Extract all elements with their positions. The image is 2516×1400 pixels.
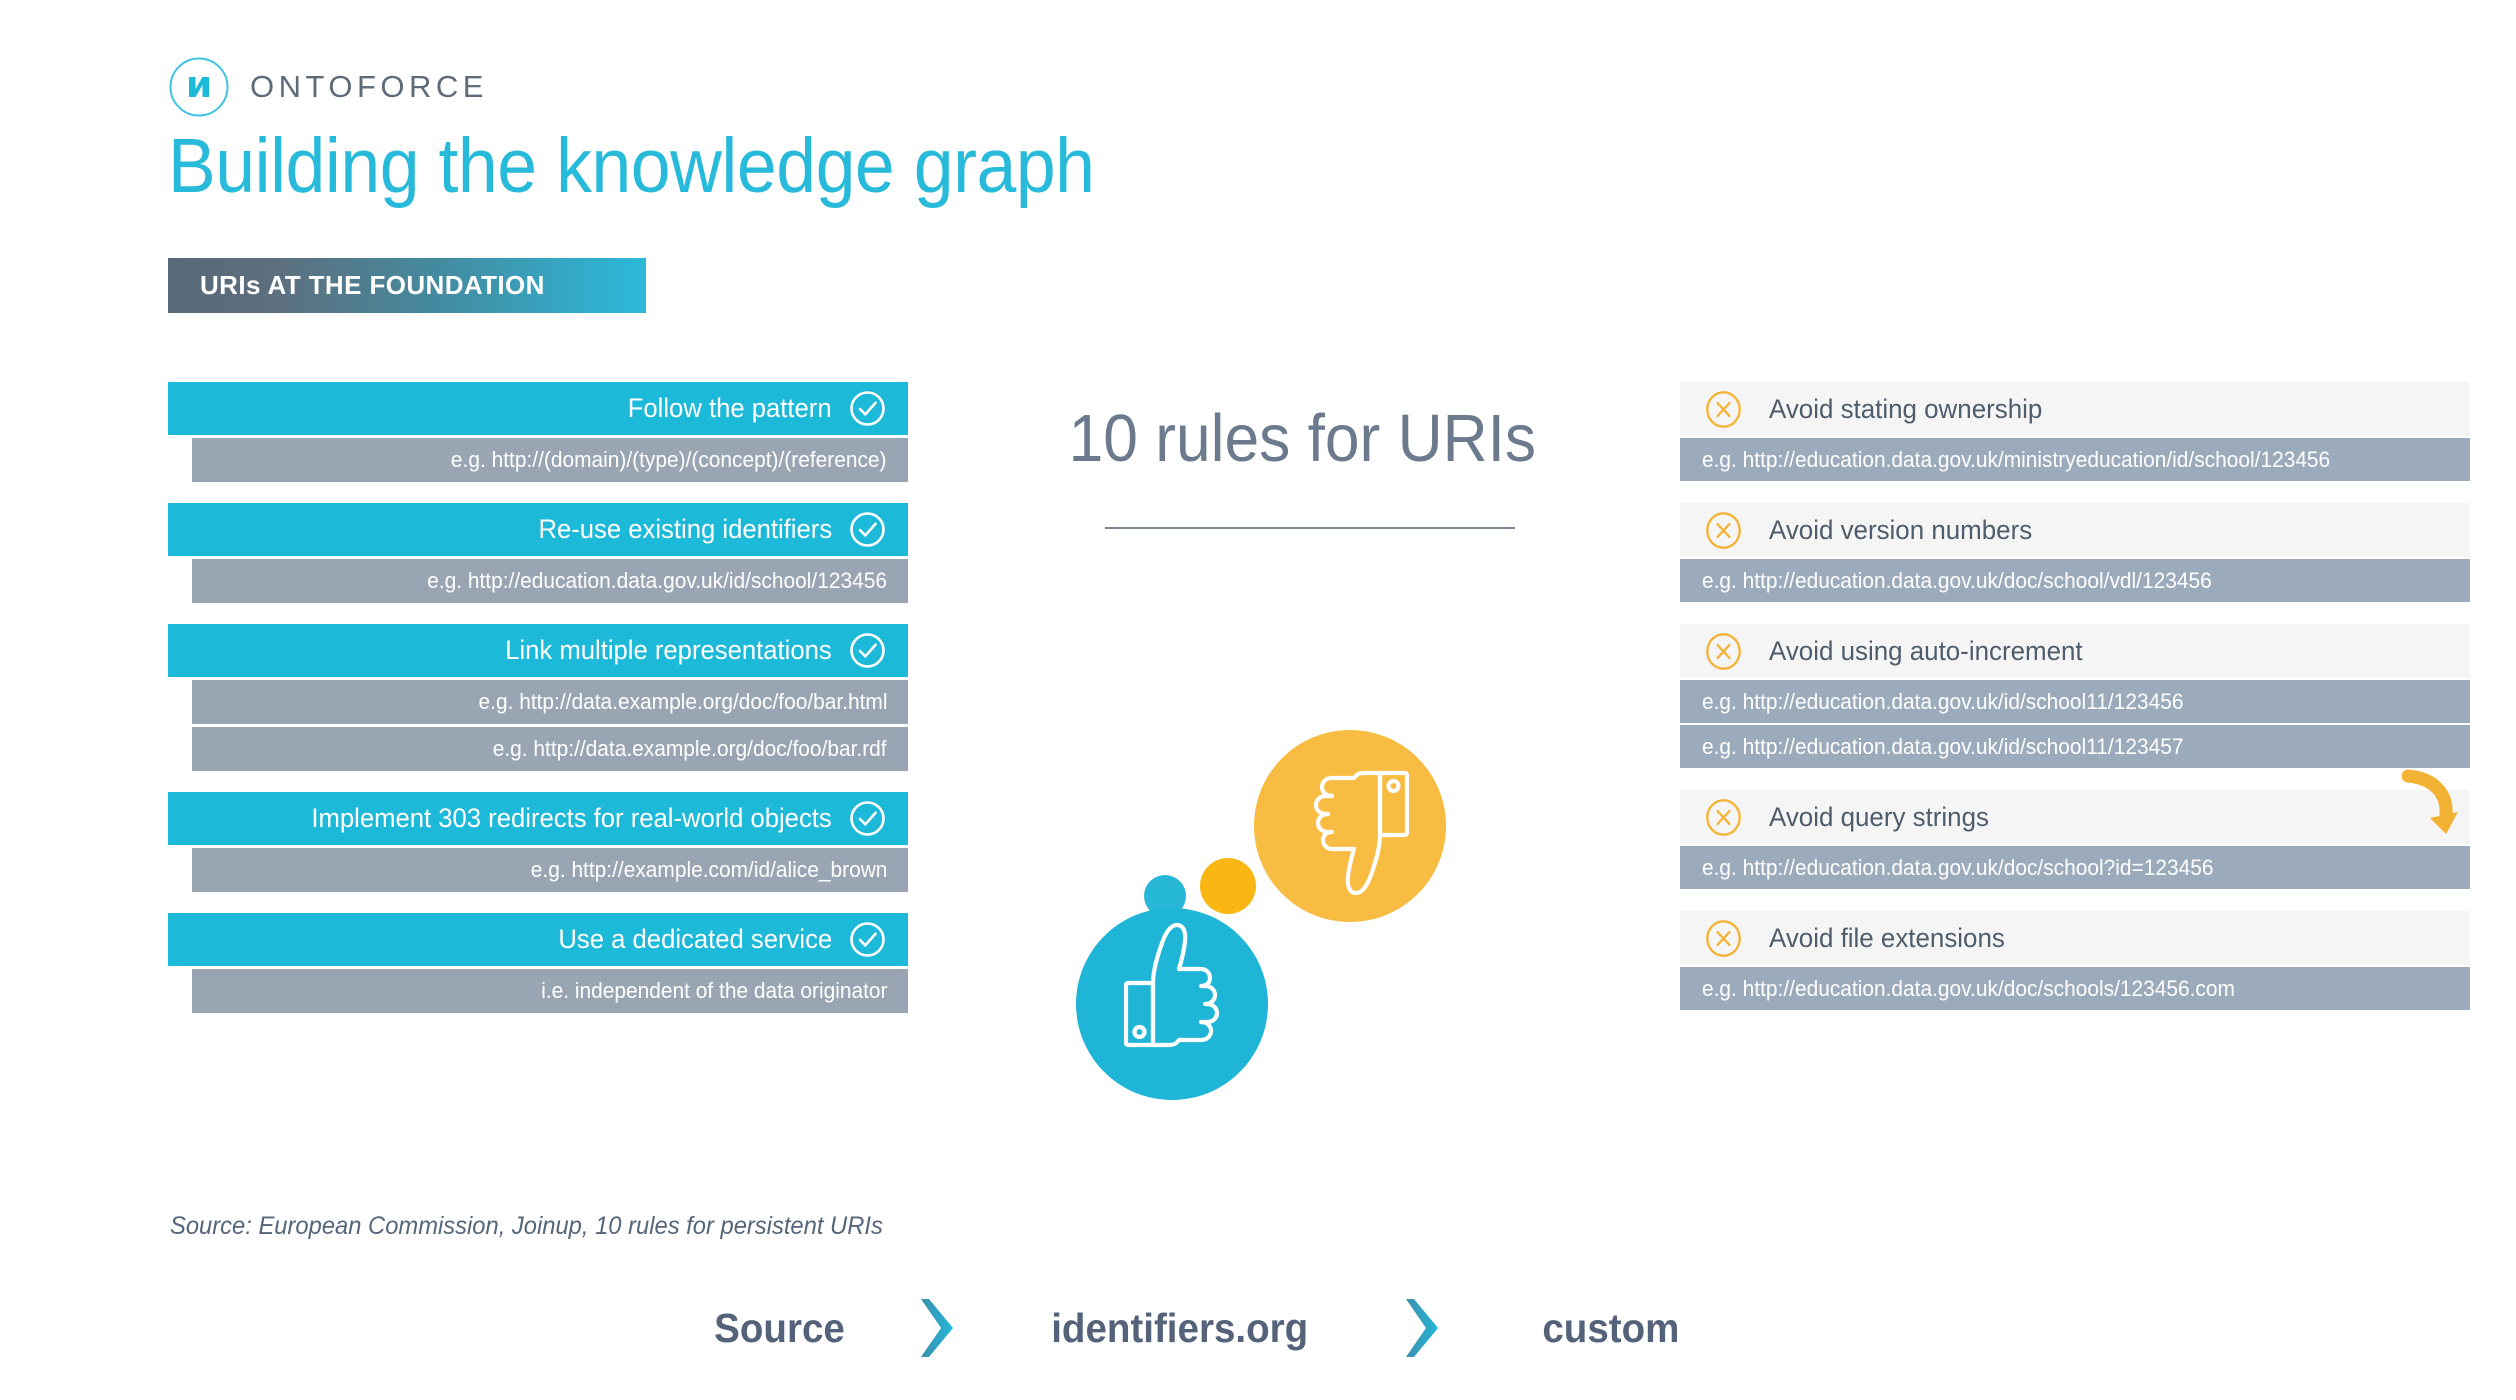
dont-rule-header: Avoid stating ownership: [1680, 382, 2470, 436]
amber-dot: [1200, 858, 1256, 914]
cyan-dot: [1144, 875, 1186, 917]
do-rule-header: Link multiple representations: [168, 624, 908, 677]
dont-rule-header: Avoid file extensions: [1680, 911, 2470, 965]
page-title: Building the knowledge graph: [168, 123, 1095, 209]
do-rule-label: Use a dedicated service: [558, 924, 832, 954]
do-rule-header: Implement 303 redirects for real-world o…: [168, 792, 908, 845]
brand-lockup: ONTOFORCE: [168, 56, 488, 118]
brand-name: ONTOFORCE: [250, 69, 488, 104]
source-attribution: Source: European Commission, Joinup, 10 …: [170, 1212, 883, 1240]
dont-rule-label: Avoid file extensions: [1769, 922, 2005, 953]
do-rule-example-text: i.e. independent of the data originator: [540, 978, 887, 1003]
x-circle-icon: [1706, 919, 1741, 957]
do-rule-example: e.g. http://(domain)/(type)/(concept)/(r…: [192, 438, 908, 482]
dont-rule-example-text: e.g. http://education.data.gov.uk/doc/sc…: [1702, 567, 2212, 593]
x-circle-icon: [1706, 511, 1741, 549]
dont-rule-example: e.g. http://education.data.gov.uk/id/sch…: [1680, 725, 2470, 768]
thumbs-up-bubble: [1076, 908, 1268, 1100]
x-circle-icon: [1706, 390, 1741, 428]
do-rules-column: Follow the pattern e.g. http://(domain)/(…: [168, 382, 908, 1034]
dont-rule-example-text: e.g. http://education.data.gov.uk/doc/sc…: [1702, 854, 2214, 880]
dont-rule: Avoid query strings e.g. http://education…: [1680, 790, 2470, 889]
do-rule-header: Follow the pattern: [168, 382, 908, 435]
dont-rule-label: Avoid query strings: [1769, 801, 1989, 832]
do-rule-label: Follow the pattern: [628, 393, 832, 423]
check-circle-icon: [850, 391, 885, 426]
check-circle-icon: [850, 922, 885, 957]
do-rule: Link multiple representations e.g. http:/…: [168, 624, 908, 771]
dont-rule-example: e.g. http://education.data.gov.uk/minist…: [1680, 438, 2470, 481]
x-circle-icon: [1706, 798, 1741, 836]
center-heading: 10 rules for URIs: [992, 400, 1612, 477]
thumbs-down-bubble: [1254, 730, 1446, 922]
dont-rule-example: e.g. http://education.data.gov.uk/id/sch…: [1680, 680, 2470, 723]
do-rule-header: Re-use existing identifiers: [168, 503, 908, 556]
chevron-right-icon: [1406, 1299, 1439, 1357]
do-rule-label: Implement 303 redirects for real-world o…: [311, 803, 832, 833]
dont-rule: Avoid using auto-increment e.g. http://ed…: [1680, 624, 2470, 768]
do-rule-example: e.g. http://example.com/id/alice_brown: [192, 848, 908, 892]
x-circle-icon: [1706, 632, 1741, 670]
dont-rule-header: Avoid version numbers: [1680, 503, 2470, 557]
do-rule-example: e.g. http://data.example.org/doc/foo/bar…: [192, 680, 908, 724]
do-rule-example-text: e.g. http://example.com/id/alice_brown: [530, 857, 887, 882]
check-circle-icon: [850, 512, 885, 547]
dont-rules-column: Avoid stating ownership e.g. http://educa…: [1680, 382, 2470, 1032]
do-rule-label: Re-use existing identifiers: [538, 514, 832, 544]
thumbs-bubbles-graphic: [1060, 690, 1520, 1130]
dont-rule: Avoid version numbers e.g. http://educati…: [1680, 503, 2470, 602]
dont-rule-header: Avoid query strings: [1680, 790, 2470, 844]
center-heading-underline: [1105, 527, 1515, 529]
do-rule-label: Link multiple representations: [505, 635, 832, 665]
dont-rule-example-text: e.g. http://education.data.gov.uk/id/sch…: [1702, 688, 2184, 714]
do-rule-example-text: e.g. http://education.data.gov.uk/id/sch…: [427, 568, 887, 593]
dont-rule-label: Avoid version numbers: [1769, 514, 2033, 545]
check-circle-icon: [850, 633, 885, 668]
dont-rule: Avoid stating ownership e.g. http://educa…: [1680, 382, 2470, 481]
do-rule: Implement 303 redirects for real-world o…: [168, 792, 908, 892]
chevron-right-icon: [921, 1299, 953, 1357]
dont-rule-example-text: e.g. http://education.data.gov.uk/id/sch…: [1702, 733, 2184, 759]
do-rule: Use a dedicated service i.e. independent …: [168, 913, 908, 1013]
center-heading-text: 10 rules for URIs: [1068, 401, 1536, 476]
section-badge: URIs AT THE FOUNDATION: [168, 258, 646, 313]
flow-step-identifiers-org: identifiers.org: [1051, 1304, 1309, 1351]
do-rule-example-text: e.g. http://data.example.org/doc/foo/bar…: [493, 736, 887, 761]
do-rule-example-text: e.g. http://(domain)/(type)/(concept)/(r…: [451, 447, 887, 472]
dont-rule-example: e.g. http://education.data.gov.uk/doc/sc…: [1680, 967, 2470, 1010]
flow-step-source: Source: [714, 1304, 845, 1351]
dont-rule: Avoid file extensions e.g. http://educati…: [1680, 911, 2470, 1010]
do-rule: Re-use existing identifiers e.g. http://e…: [168, 503, 908, 603]
uri-source-flow: Source identifiers.org custom: [660, 1288, 1940, 1368]
dont-rule-example-text: e.g. http://education.data.gov.uk/doc/sc…: [1702, 975, 2235, 1001]
do-rule-example: e.g. http://data.example.org/doc/foo/bar…: [192, 727, 908, 771]
do-rule-example: i.e. independent of the data originator: [192, 969, 908, 1013]
thumbs-down-icon: [1313, 770, 1410, 896]
dont-rule-example: e.g. http://education.data.gov.uk/doc/sc…: [1680, 559, 2470, 602]
dont-rule-label: Avoid using auto-increment: [1769, 635, 2083, 666]
flow-step-custom: custom: [1542, 1304, 1680, 1351]
ontoforce-logo-icon: [169, 57, 229, 117]
do-rule-example-text: e.g. http://data.example.org/doc/foo/bar…: [478, 689, 887, 714]
do-rule-header: Use a dedicated service: [168, 913, 908, 966]
thumbs-up-icon: [1123, 922, 1220, 1048]
section-badge-label: URIs AT THE FOUNDATION: [200, 270, 545, 300]
dont-rule-label: Avoid stating ownership: [1769, 393, 2043, 424]
dont-rule-header: Avoid using auto-increment: [1680, 624, 2470, 678]
do-rule-example: e.g. http://education.data.gov.uk/id/sch…: [192, 559, 908, 603]
dont-rule-example: e.g. http://education.data.gov.uk/doc/sc…: [1680, 846, 2470, 889]
do-rule: Follow the pattern e.g. http://(domain)/(…: [168, 382, 908, 482]
dont-rule-example-text: e.g. http://education.data.gov.uk/minist…: [1702, 446, 2331, 472]
check-circle-icon: [850, 801, 885, 836]
